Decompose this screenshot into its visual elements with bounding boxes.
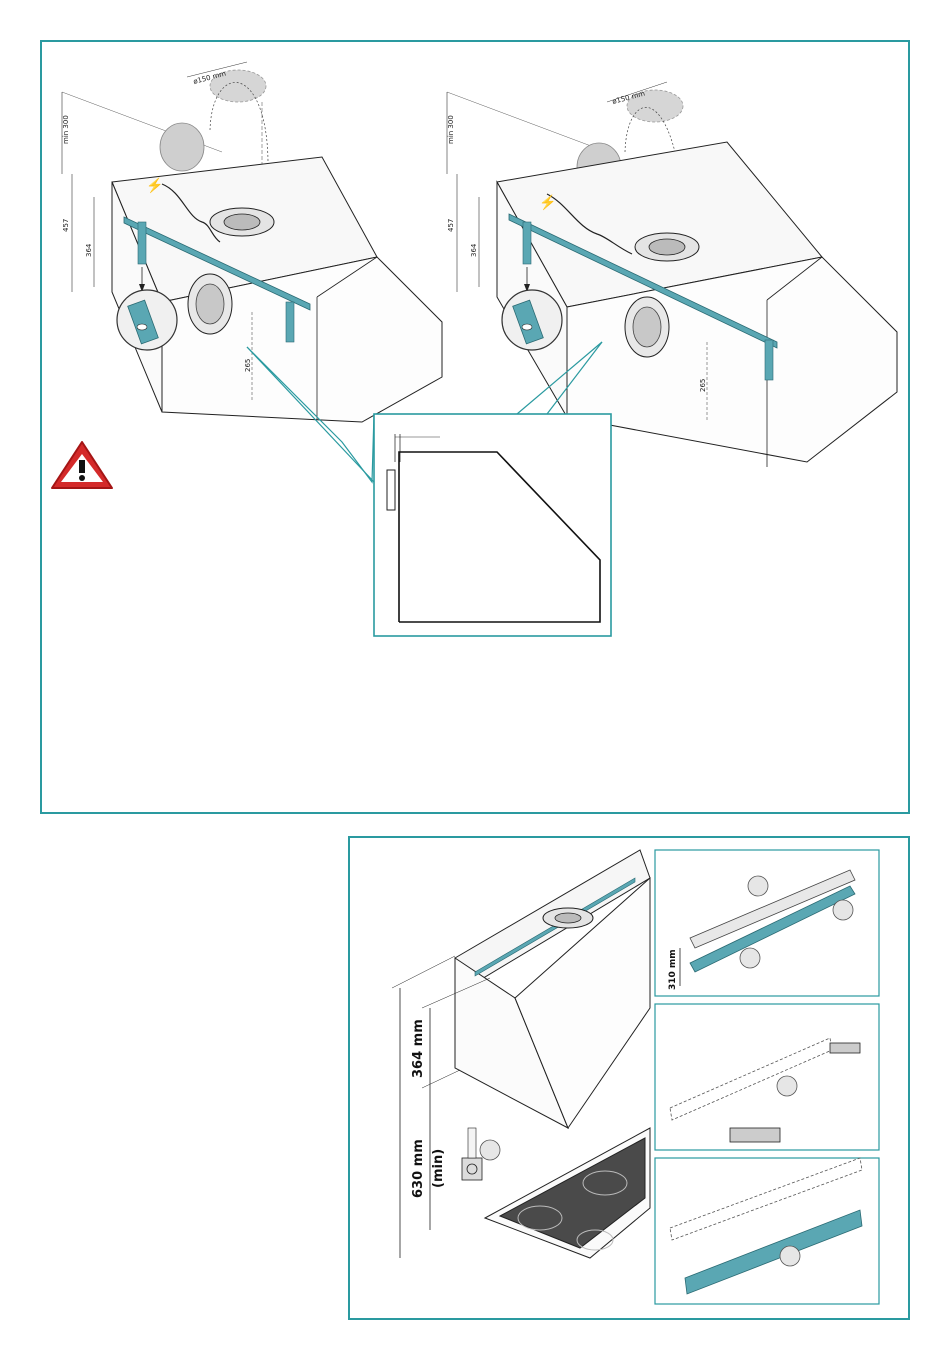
right-min300-label: min 300 <box>447 115 455 144</box>
right-265-label: 265 <box>699 379 707 392</box>
step-marker <box>480 1140 500 1160</box>
left-364-label: 364 <box>85 243 93 257</box>
zoom-detail-box <box>374 414 611 636</box>
left-bracket-1 <box>138 222 146 264</box>
left-bracket-2 <box>286 302 294 342</box>
right-457-label: 457 <box>447 219 455 232</box>
left-plug-icon: ⚡ <box>146 177 163 194</box>
top-drawings: min 300 457 364 ø150 mm ⚡ <box>42 42 912 816</box>
left-hood-drawing: min 300 457 364 ø150 mm ⚡ <box>62 62 442 422</box>
right-hood-drawing: min 300 457 364 ø150 mm ⚡ <box>447 82 897 467</box>
left-265-label: 265 <box>244 359 252 372</box>
bracket-height-310: 310 mm <box>668 949 678 990</box>
drill-icon <box>730 1128 780 1142</box>
top-installation-panel: min 300 457 364 ø150 mm ⚡ <box>40 40 910 814</box>
bottom-installation-panel: 364 mm 630 mm (min) <box>348 836 910 1320</box>
right-plug-icon: ⚡ <box>539 194 556 211</box>
hood-height-drawing: 364 mm 630 mm (min) <box>392 850 650 1258</box>
left-457-label: 457 <box>62 219 70 232</box>
measuring-tape-icon <box>462 1128 482 1180</box>
right-364-label: 364 <box>470 243 478 257</box>
right-bracket-2 <box>765 340 773 380</box>
bottom-drawings: 364 mm 630 mm (min) <box>350 838 912 1322</box>
step-level-panel: 310 mm <box>655 850 879 996</box>
step-drill-panel <box>655 1004 879 1150</box>
min-height-suffix: (min) <box>431 1149 446 1188</box>
left-duct-side <box>160 123 204 171</box>
step-fix-panel <box>655 1158 879 1304</box>
right-bracket-1 <box>523 222 531 264</box>
min-height-630: 630 mm <box>411 1139 426 1198</box>
warning-triangle-icon <box>52 442 112 488</box>
hood-height-364: 364 mm <box>411 1019 426 1078</box>
left-min300-label: min 300 <box>62 115 70 144</box>
